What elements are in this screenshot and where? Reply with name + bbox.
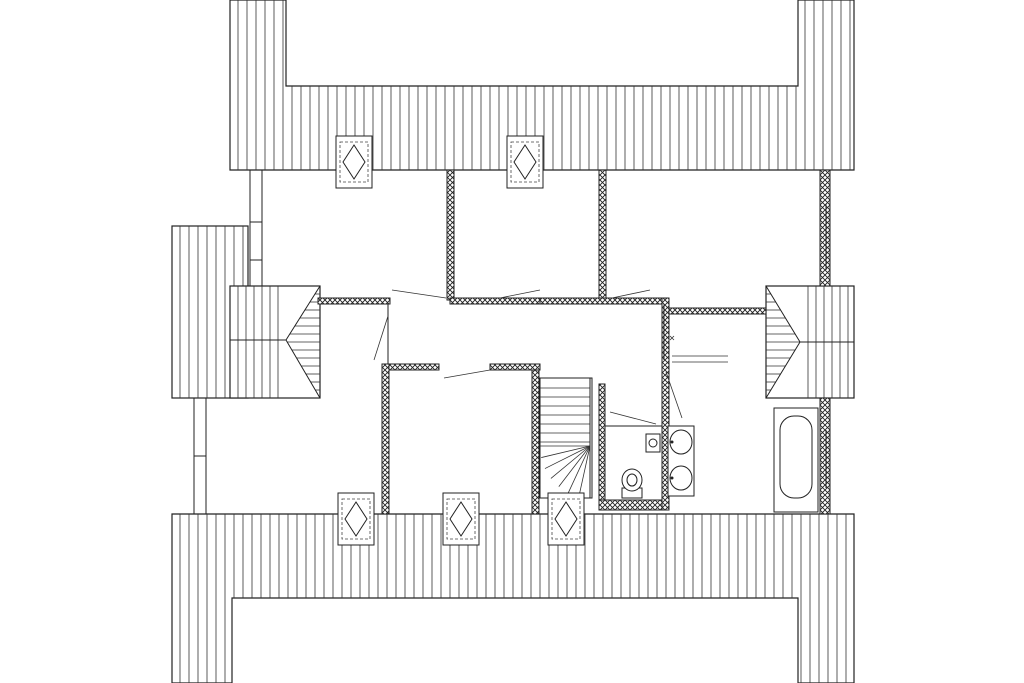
hatch-line (578, 445, 591, 497)
roof-top-hatch (237, 0, 851, 170)
skylight-5 (547, 492, 585, 546)
skylight-3 (337, 492, 375, 546)
hatch-line (567, 445, 591, 494)
dormer-left-hatch (237, 286, 320, 398)
hatch-line (550, 445, 591, 479)
skylights (335, 135, 585, 546)
skylight-2 (506, 135, 544, 189)
roof-bottom (171, 513, 855, 683)
door-swings (373, 289, 728, 425)
stair-treads (540, 387, 591, 497)
hatch-line (558, 445, 591, 487)
dormer-left (229, 285, 321, 399)
skylight-4 (442, 492, 480, 546)
roof-top (229, 0, 855, 171)
double-sink (667, 425, 695, 497)
side-wall-right (819, 169, 831, 515)
bathtub (773, 407, 819, 513)
staircase (539, 377, 593, 499)
roof-bottom-hatch (179, 514, 847, 683)
side-wall-left-upper (249, 170, 263, 286)
sink-bidet (645, 433, 661, 453)
side-wall-left-lower (193, 398, 207, 514)
skylight-1 (335, 135, 373, 189)
bathroom (604, 407, 819, 513)
hatch-line (541, 445, 591, 458)
dormer-right (765, 285, 855, 399)
hatch-line (544, 445, 591, 469)
toilet (621, 468, 643, 499)
partition-walls (317, 169, 767, 515)
